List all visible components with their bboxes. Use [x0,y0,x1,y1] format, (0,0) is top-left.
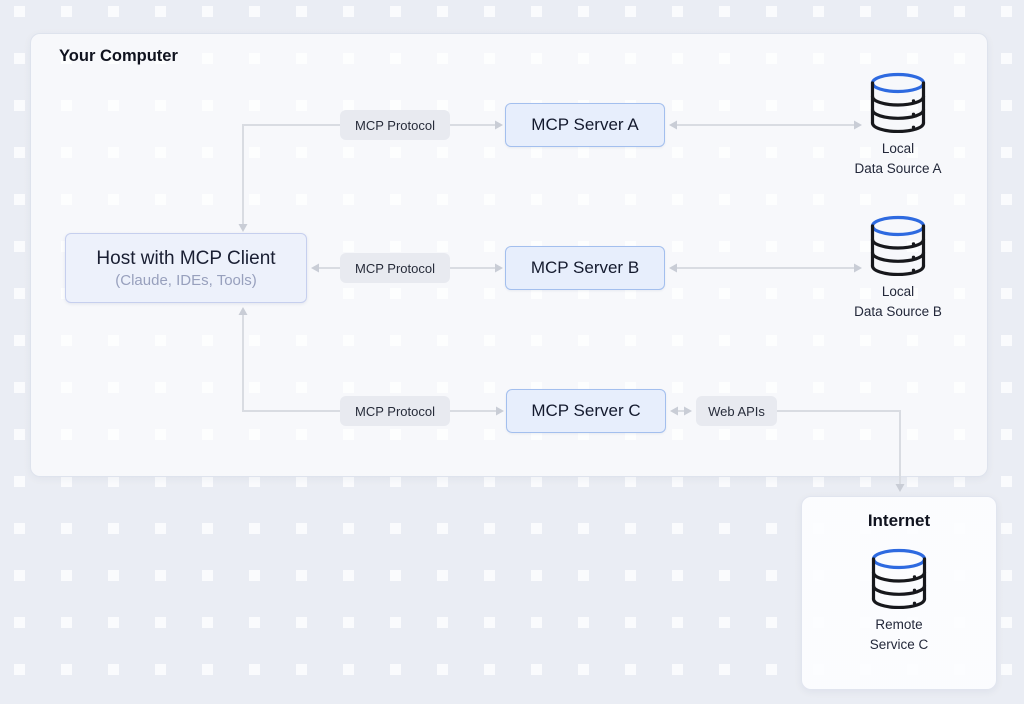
datasource-a-label-line1: Local [881,141,915,156]
mcp-protocol-pill-b: MCP Protocol [340,253,450,283]
mcp-protocol-pill-c: MCP Protocol [340,396,450,426]
mcp-server-b-node: MCP Server B [505,246,665,290]
datasource-b-label-line1: Local [881,284,915,299]
mcp-server-c-node: MCP Server C [506,389,666,433]
database-icon [870,72,926,133]
mcp-protocol-pill-a: MCP Protocol [340,110,450,140]
your-computer-label: Your Computer [59,47,178,65]
host-node: Host with MCP Client (Claude, IDEs, Tool… [65,233,307,303]
datasource-a: Local Data Source A [830,71,966,180]
datasource-a-label-line2: Data Source A [854,161,942,177]
database-icon [871,548,927,609]
mcp-server-a-node: MCP Server A [505,103,665,147]
remote-service-label: Remote Service C [870,615,929,656]
internet-boundary: Internet Remote Service C [801,496,997,690]
internet-label: Internet [867,511,931,530]
remote-service-label-line1: Remote [875,617,923,632]
datasource-b-label-line2: Data Source B [854,304,942,320]
datasource-a-label: Local Data Source A [854,139,941,180]
host-subtitle: (Claude, IDEs, Tools) [115,271,257,289]
datasource-b-label: Local Data Source B [854,282,942,323]
host-title: Host with MCP Client [96,247,276,269]
web-apis-pill: Web APIs [696,396,777,426]
database-icon [870,215,926,276]
remote-service-label-line2: Service C [869,637,929,653]
datasource-b: Local Data Source B [830,214,966,323]
